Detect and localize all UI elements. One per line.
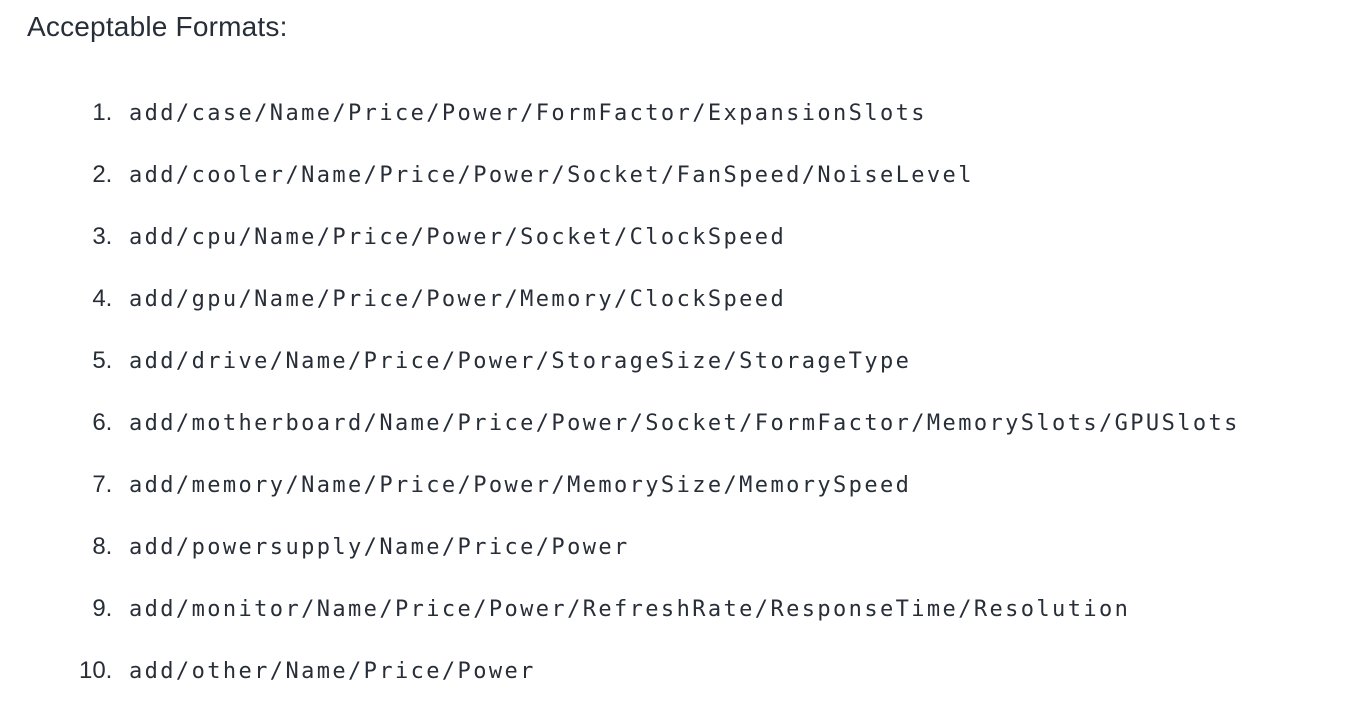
format-list-item: add/other/Name/Price/Power: [119, 654, 1346, 688]
format-list-item: add/cpu/Name/Price/Power/Socket/ClockSpe…: [119, 220, 1346, 254]
format-list: add/case/Name/Price/Power/FormFactor/Exp…: [27, 96, 1346, 688]
format-code: add/motherboard/Name/Price/Power/Socket/…: [129, 411, 1240, 436]
format-list-item: add/gpu/Name/Price/Power/Memory/ClockSpe…: [119, 282, 1346, 316]
format-code: add/cpu/Name/Price/Power/Socket/ClockSpe…: [129, 225, 787, 250]
format-list-item: add/monitor/Name/Price/Power/RefreshRate…: [119, 592, 1346, 626]
format-code: add/cooler/Name/Price/Power/Socket/FanSp…: [129, 163, 974, 188]
format-list-item: add/case/Name/Price/Power/FormFactor/Exp…: [119, 96, 1346, 130]
format-code: add/monitor/Name/Price/Power/RefreshRate…: [129, 597, 1131, 622]
page-title: Acceptable Formats:: [27, 11, 288, 42]
format-code: add/case/Name/Price/Power/FormFactor/Exp…: [129, 101, 927, 126]
format-list-item: add/powersupply/Name/Price/Power: [119, 530, 1346, 564]
format-list-item: add/cooler/Name/Price/Power/Socket/FanSp…: [119, 158, 1346, 192]
format-code: add/gpu/Name/Price/Power/Memory/ClockSpe…: [129, 287, 787, 312]
format-code: add/memory/Name/Price/Power/MemorySize/M…: [129, 473, 912, 498]
format-list-item: add/memory/Name/Price/Power/MemorySize/M…: [119, 468, 1346, 502]
format-code: add/powersupply/Name/Price/Power: [129, 535, 630, 560]
format-list-item: add/drive/Name/Price/Power/StorageSize/S…: [119, 344, 1346, 378]
format-code: add/drive/Name/Price/Power/StorageSize/S…: [129, 349, 912, 374]
format-code: add/other/Name/Price/Power: [129, 659, 536, 684]
format-list-item: add/motherboard/Name/Price/Power/Socket/…: [119, 406, 1346, 440]
